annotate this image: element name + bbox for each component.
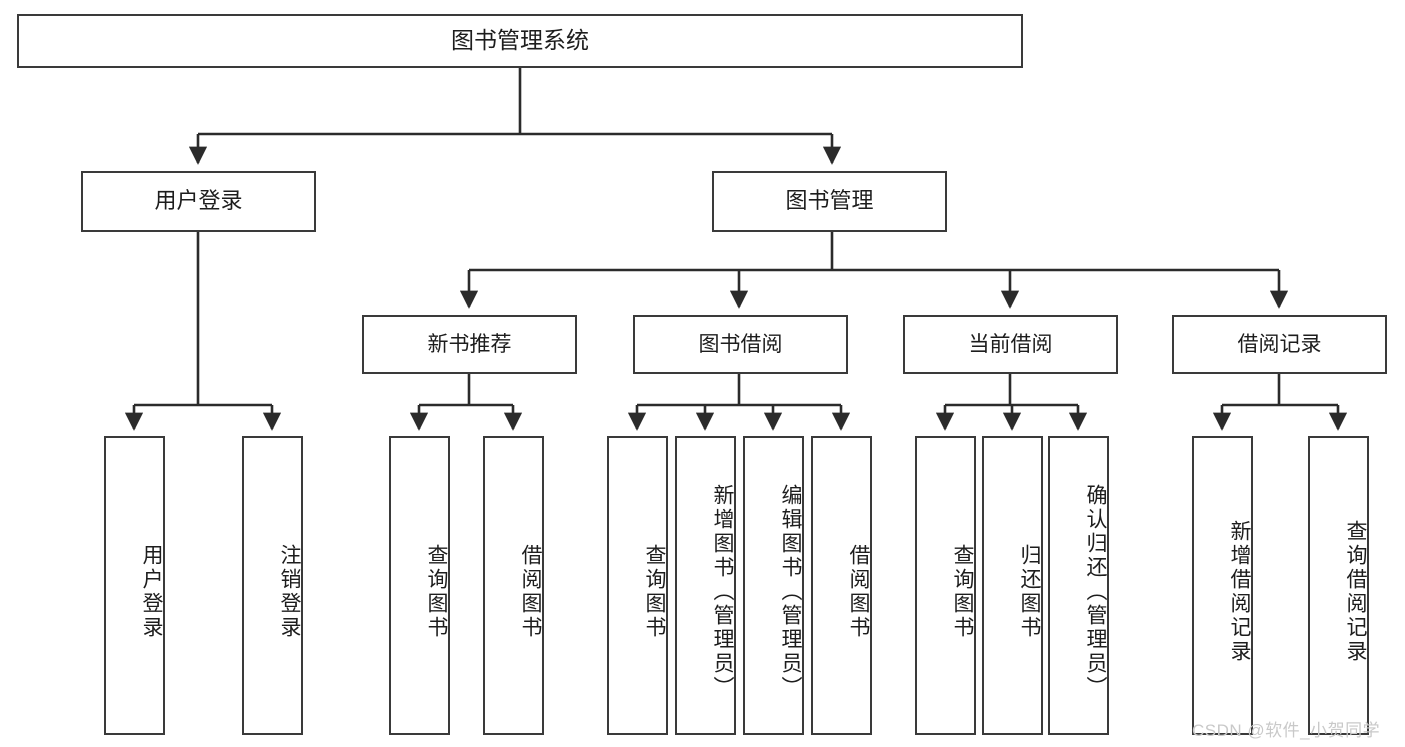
leaf-borrow-book-recommend[interactable]: 借阅图书 xyxy=(483,436,544,735)
node-root-system[interactable]: 图书管理系统 xyxy=(17,14,1023,68)
node-book-borrow[interactable]: 图书借阅 xyxy=(633,315,848,374)
leaf-return-book[interactable]: 归还图书 xyxy=(982,436,1043,735)
node-label: 新书推荐 xyxy=(427,332,512,356)
leaf-query-borrow-record[interactable]: 查询借阅记录 xyxy=(1308,436,1369,735)
node-label: 借阅记录 xyxy=(1237,332,1322,356)
node-label: 借阅图书 xyxy=(519,543,542,640)
node-label: 确认归还（管理员） xyxy=(1084,483,1107,700)
node-user-login[interactable]: 用户登录 xyxy=(81,171,316,232)
node-label: 借阅图书 xyxy=(847,543,870,640)
node-label: 编辑图书（管理员） xyxy=(779,483,802,700)
leaf-add-book-admin[interactable]: 新增图书（管理员） xyxy=(675,436,736,735)
node-current-borrow[interactable]: 当前借阅 xyxy=(903,315,1118,374)
node-label: 查询图书 xyxy=(643,543,666,640)
node-label: 归还图书 xyxy=(1018,543,1041,640)
node-label: 新增借阅记录 xyxy=(1228,519,1251,664)
leaf-query-book-recommend[interactable]: 查询图书 xyxy=(389,436,450,735)
node-label: 图书管理系统 xyxy=(451,27,589,54)
leaf-edit-book-admin[interactable]: 编辑图书（管理员） xyxy=(743,436,804,735)
node-label: 查询借阅记录 xyxy=(1344,519,1367,664)
node-label: 新增图书（管理员） xyxy=(711,483,734,700)
leaf-confirm-return-admin[interactable]: 确认归还（管理员） xyxy=(1048,436,1109,735)
leaf-add-borrow-record[interactable]: 新增借阅记录 xyxy=(1192,436,1253,735)
leaf-borrow-book[interactable]: 借阅图书 xyxy=(811,436,872,735)
node-label: 当前借阅 xyxy=(968,332,1053,356)
node-label: 图书管理 xyxy=(785,188,874,214)
node-label: 用户登录 xyxy=(154,188,243,214)
node-label: 查询图书 xyxy=(951,543,974,640)
leaf-user-login[interactable]: 用户登录 xyxy=(104,436,165,735)
node-label: 图书借阅 xyxy=(698,332,783,356)
node-label: 注销登录 xyxy=(278,543,301,640)
node-borrow-record[interactable]: 借阅记录 xyxy=(1172,315,1387,374)
leaf-query-book-current[interactable]: 查询图书 xyxy=(915,436,976,735)
node-label: 查询图书 xyxy=(425,543,448,640)
leaf-query-book-borrow[interactable]: 查询图书 xyxy=(607,436,668,735)
node-label: 用户登录 xyxy=(140,543,163,640)
node-new-book-recommend[interactable]: 新书推荐 xyxy=(362,315,577,374)
leaf-logout[interactable]: 注销登录 xyxy=(242,436,303,735)
watermark: CSDN @软件_小贺同学 xyxy=(1192,721,1381,740)
node-book-management[interactable]: 图书管理 xyxy=(712,171,947,232)
